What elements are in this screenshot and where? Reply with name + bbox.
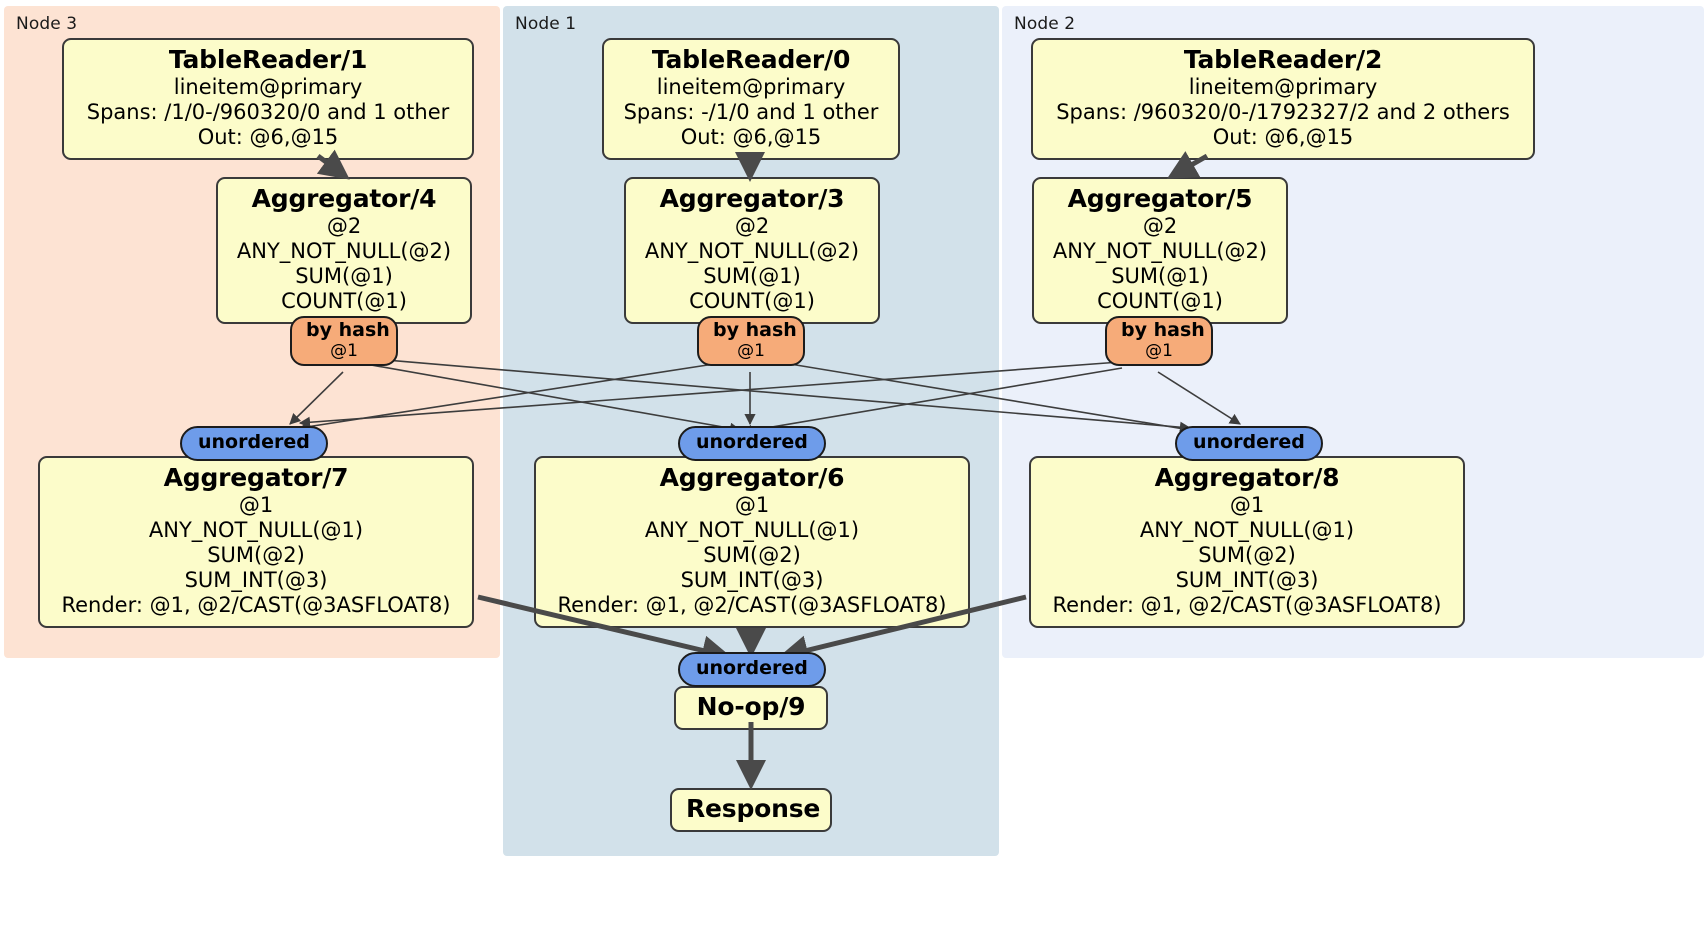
processor-title: Aggregator/3	[659, 184, 845, 213]
node-panel-label-node2: Node 2	[1014, 14, 1076, 34]
processor-detail-line: Out: @6,@15	[197, 124, 339, 149]
processor-title: TableReader/1	[168, 45, 368, 74]
processor-no-op-9[interactable]: No-op/9	[674, 686, 828, 730]
node-panel-label-node1: Node 1	[515, 14, 577, 34]
node-panel-label-node3: Node 3	[16, 14, 78, 34]
processor-detail-line: @1	[238, 492, 274, 517]
processor-detail-line: lineitem@primary	[173, 74, 363, 99]
badge-label: unordered	[198, 431, 310, 453]
processor-detail-line: SUM(@1)	[703, 263, 801, 288]
processor-title: TableReader/0	[651, 45, 851, 74]
badge-label: unordered	[1193, 431, 1305, 453]
processor-detail-line: SUM(@2)	[207, 542, 305, 567]
processor-detail-line: SUM_INT(@3)	[680, 568, 824, 593]
processor-detail-line: ANY_NOT_NULL(@2)	[1052, 238, 1268, 263]
processor-detail-line: SUM(@2)	[703, 542, 801, 567]
processor-aggregator-8[interactable]: Aggregator/8 @1 ANY_NOT_NULL(@1) SUM(@2)…	[1029, 456, 1465, 629]
processor-table-reader-2[interactable]: TableReader/2 lineitem@primary Spans: /9…	[1031, 38, 1535, 161]
input-badge-unordered-right[interactable]: unordered	[1175, 426, 1323, 461]
input-badge-unordered-left[interactable]: unordered	[180, 426, 328, 461]
badge-label: by hash	[713, 319, 797, 341]
processor-detail-line: @1	[1229, 492, 1265, 517]
processor-detail-line: SUM_INT(@3)	[1175, 568, 1319, 593]
processor-detail-line: lineitem@primary	[656, 74, 846, 99]
processor-detail-line: SUM_INT(@3)	[184, 568, 328, 593]
output-badge-by-hash-mid[interactable]: by hash @1	[697, 316, 805, 366]
processor-detail-line: @2	[734, 213, 770, 238]
processor-aggregator-4[interactable]: Aggregator/4 @2 ANY_NOT_NULL(@2) SUM(@1)…	[216, 177, 472, 325]
input-badge-unordered-final[interactable]: unordered	[678, 652, 826, 687]
badge-label: unordered	[696, 657, 808, 679]
badge-label: unordered	[696, 431, 808, 453]
processor-detail-line: Spans: /1/0-/960320/0 and 1 other	[86, 99, 450, 124]
processor-detail-line: COUNT(@1)	[1097, 289, 1223, 314]
processor-detail-line: ANY_NOT_NULL(@1)	[1139, 517, 1355, 542]
processor-title: No-op/9	[696, 692, 806, 721]
processor-title: Aggregator/5	[1067, 184, 1253, 213]
processor-table-reader-1[interactable]: TableReader/1 lineitem@primary Spans: /1…	[62, 38, 474, 161]
processor-detail-line: Out: @6,@15	[1212, 124, 1354, 149]
badge-sublabel: @1	[1145, 340, 1173, 361]
input-badge-unordered-mid[interactable]: unordered	[678, 426, 826, 461]
processor-render-line: Render: @1, @2/CAST(@3ASFLOAT8)	[557, 593, 947, 618]
badge-sublabel: @1	[737, 340, 765, 361]
output-badge-by-hash-left[interactable]: by hash @1	[290, 316, 398, 366]
processor-detail-line: ANY_NOT_NULL(@2)	[236, 238, 452, 263]
processor-detail-line: @1	[734, 492, 770, 517]
processor-detail-line: ANY_NOT_NULL(@1)	[644, 517, 860, 542]
processor-aggregator-7[interactable]: Aggregator/7 @1 ANY_NOT_NULL(@1) SUM(@2)…	[38, 456, 474, 629]
processor-detail-line: SUM(@2)	[1198, 542, 1296, 567]
processor-detail-line: COUNT(@1)	[281, 289, 407, 314]
processor-detail-line: Out: @6,@15	[680, 124, 822, 149]
processor-detail-line: Spans: -/1/0 and 1 other	[623, 99, 879, 124]
processor-detail-line: @2	[326, 213, 362, 238]
processor-aggregator-3[interactable]: Aggregator/3 @2 ANY_NOT_NULL(@2) SUM(@1)…	[624, 177, 880, 325]
processor-detail-line: @2	[1142, 213, 1178, 238]
processor-table-reader-0[interactable]: TableReader/0 lineitem@primary Spans: -/…	[602, 38, 900, 161]
badge-sublabel: @1	[330, 340, 358, 361]
processor-detail-line: COUNT(@1)	[689, 289, 815, 314]
badge-label: by hash	[306, 319, 390, 341]
badge-label: by hash	[1121, 319, 1205, 341]
processor-response[interactable]: Response	[670, 788, 832, 832]
output-badge-by-hash-right[interactable]: by hash @1	[1105, 316, 1213, 366]
processor-render-line: Render: @1, @2/CAST(@3ASFLOAT8)	[61, 593, 451, 618]
processor-detail-line: ANY_NOT_NULL(@1)	[148, 517, 364, 542]
processor-detail-line: lineitem@primary	[1188, 74, 1378, 99]
processor-aggregator-6[interactable]: Aggregator/6 @1 ANY_NOT_NULL(@1) SUM(@2)…	[534, 456, 970, 629]
processor-render-line: Render: @1, @2/CAST(@3ASFLOAT8)	[1052, 593, 1442, 618]
processor-detail-line: ANY_NOT_NULL(@2)	[644, 238, 860, 263]
processor-title: Aggregator/8	[1154, 463, 1340, 492]
processor-title: Aggregator/4	[251, 184, 437, 213]
processor-detail-line: Spans: /960320/0-/1792327/2 and 2 others	[1056, 99, 1510, 124]
processor-aggregator-5[interactable]: Aggregator/5 @2 ANY_NOT_NULL(@2) SUM(@1)…	[1032, 177, 1288, 325]
processor-title: Aggregator/7	[163, 463, 349, 492]
processor-title: Response	[686, 794, 821, 823]
processor-title: TableReader/2	[1183, 45, 1383, 74]
processor-title: Aggregator/6	[659, 463, 845, 492]
processor-detail-line: SUM(@1)	[1111, 263, 1209, 288]
processor-detail-line: SUM(@1)	[295, 263, 393, 288]
